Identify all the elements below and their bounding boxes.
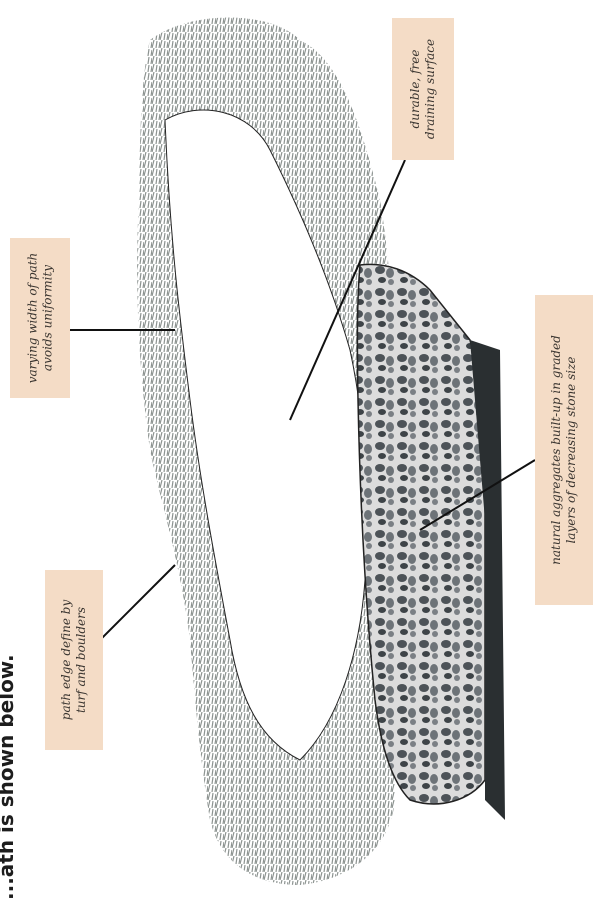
label-durable-line2: draining surface: [423, 39, 438, 139]
label-aggregates-line1: natural aggregates built-up in graded: [549, 335, 564, 565]
label-edge-line1: path edge define by: [59, 600, 74, 720]
clipped-heading-text: ...ath is shown below.: [0, 600, 16, 900]
label-aggregates-line2: layers of decreasing stone size: [564, 335, 579, 565]
leader-line-edge: [100, 565, 175, 640]
label-edge-line2: turf and boulders: [74, 600, 89, 720]
label-durable-surface: durable, free draining surface: [392, 18, 454, 160]
label-varying-width: varying width of path avoids uniformity: [10, 238, 70, 398]
label-varying-line1: varying width of path: [25, 253, 40, 384]
label-path-edge: path edge define by turf and boulders: [45, 570, 103, 750]
label-natural-aggregates: natural aggregates built-up in graded la…: [535, 295, 593, 605]
label-varying-line2: avoids uniformity: [40, 253, 55, 384]
label-durable-line1: durable, free: [408, 39, 423, 139]
